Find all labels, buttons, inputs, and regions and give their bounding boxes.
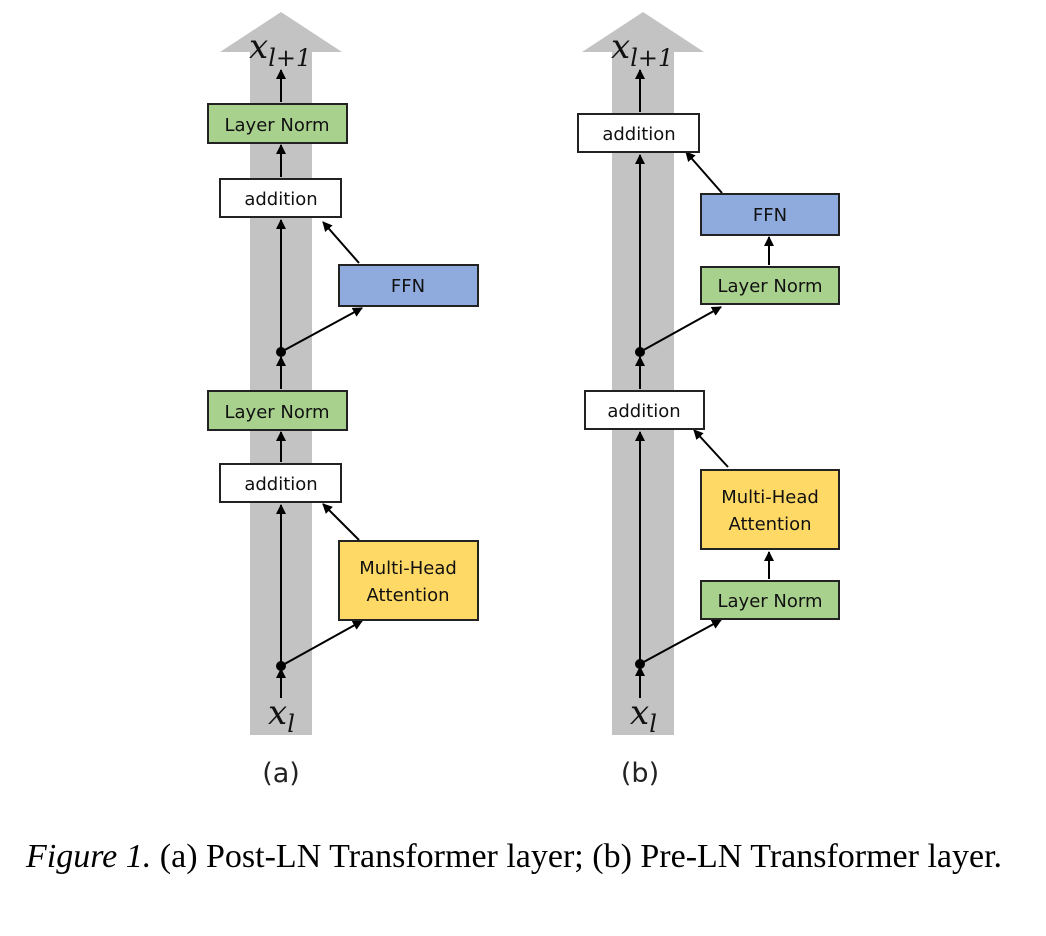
attention-label-line1: Multi-Head — [359, 558, 457, 579]
residual-stream-b — [582, 12, 704, 735]
branch-point-a-upper — [276, 347, 286, 357]
arrow-a-ffn-to-add — [322, 221, 360, 264]
arrow-a-attention-to-add — [322, 503, 360, 541]
arrow-b-ffn-to-add — [685, 151, 723, 194]
layer-norm-box-b-ffn: Layer Norm — [700, 266, 840, 305]
ffn-label: FFN — [391, 276, 425, 297]
figure-caption: Figure 1. (a) Post-LN Transformer layer;… — [26, 834, 1026, 880]
addition-label: addition — [607, 401, 680, 422]
arrow-b-attention-to-add — [693, 429, 729, 468]
branch-point-a-lower — [276, 661, 286, 671]
attention-label-line1: Multi-Head — [721, 487, 819, 508]
layer-norm-label: Layer Norm — [224, 402, 329, 423]
output-label-a: xl+1 — [249, 27, 311, 72]
addition-label: addition — [244, 189, 317, 210]
diagram-a-post-ln: xl+1 Layer Norm addition FFN — [207, 12, 479, 789]
ffn-box-a: FFN — [338, 264, 479, 307]
arrow-a-to-attention — [280, 620, 363, 667]
caption-text: (a) Post-LN Transformer layer; (b) Pre-L… — [151, 838, 1003, 875]
attention-label-line2: Attention — [366, 585, 449, 606]
branch-point-b-upper — [635, 347, 645, 357]
layer-norm-box-a-top: Layer Norm — [207, 103, 348, 144]
addition-box-b-bottom: addition — [584, 390, 705, 430]
arrow-b-to-layer-norm-attention — [639, 619, 722, 665]
input-label-a: xl — [268, 693, 295, 738]
layer-norm-box-a-bottom: Layer Norm — [207, 390, 348, 431]
attention-box-b: Multi-Head Attention — [700, 469, 840, 550]
arrow-a-to-ffn — [280, 307, 363, 353]
output-label-b: xl+1 — [611, 27, 673, 72]
addition-box-a-bottom: addition — [219, 463, 342, 503]
layer-norm-label: Layer Norm — [717, 591, 822, 612]
input-label-b: xl — [630, 693, 657, 738]
panel-label-a: (a) — [262, 758, 300, 789]
layer-norm-box-b-attention: Layer Norm — [700, 580, 840, 620]
addition-box-b-top: addition — [577, 113, 700, 153]
ffn-box-b: FFN — [700, 193, 840, 236]
arrow-b-to-layer-norm-ffn — [639, 306, 722, 353]
diagram-b-pre-ln: xl+1 addition FFN Layer Norm addit — [577, 12, 840, 789]
addition-label: addition — [244, 474, 317, 495]
attention-label-line2: Attention — [728, 514, 811, 535]
layer-norm-label: Layer Norm — [224, 115, 329, 136]
attention-box-a: Multi-Head Attention — [338, 540, 479, 621]
addition-box-a-top: addition — [219, 178, 342, 218]
branch-point-b-lower — [635, 659, 645, 669]
panel-label-b: (b) — [621, 758, 659, 789]
layer-norm-label: Layer Norm — [717, 276, 822, 297]
ffn-label: FFN — [753, 205, 787, 226]
figure-number: Figure 1. — [26, 838, 152, 875]
addition-label: addition — [602, 124, 675, 145]
